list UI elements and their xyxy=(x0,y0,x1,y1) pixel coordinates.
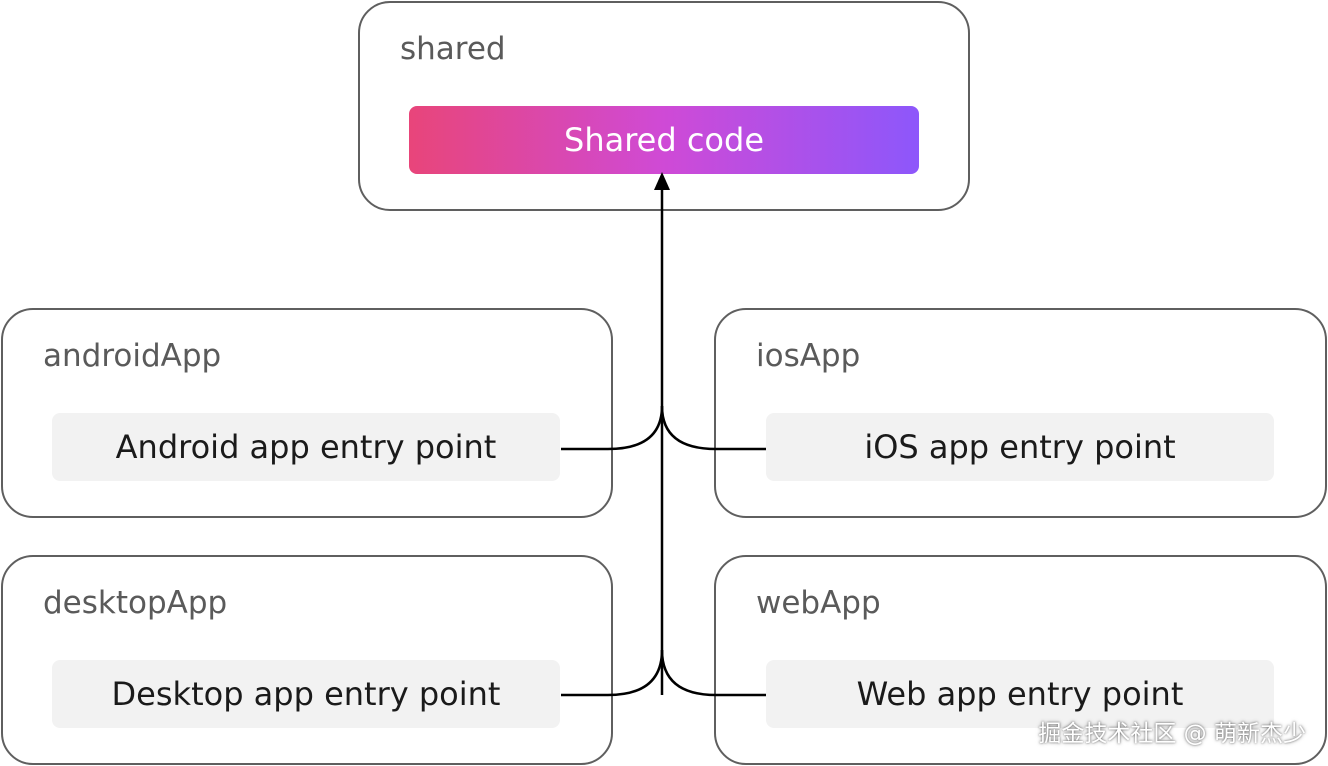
shared-module: shared Shared code xyxy=(358,1,970,211)
ios-app-module: iosApp iOS app entry point xyxy=(714,308,1327,518)
desktop-app-module-title: desktopApp xyxy=(43,585,228,621)
android-entry-point: Android app entry point xyxy=(52,413,560,481)
shared-code-block: Shared code xyxy=(409,106,919,174)
web-app-module-title: webApp xyxy=(756,585,881,621)
ios-entry-point: iOS app entry point xyxy=(766,413,1274,481)
android-app-module: androidApp Android app entry point xyxy=(1,308,613,518)
web-app-module: webApp Web app entry point xyxy=(714,555,1327,765)
desktop-app-module: desktopApp Desktop app entry point xyxy=(1,555,613,765)
android-app-module-title: androidApp xyxy=(43,338,222,374)
shared-module-title: shared xyxy=(400,31,506,67)
web-entry-point: Web app entry point xyxy=(766,660,1274,728)
watermark: 掘金技术社区 @ 萌新杰少 xyxy=(1038,721,1306,747)
desktop-entry-point: Desktop app entry point xyxy=(52,660,560,728)
ios-app-module-title: iosApp xyxy=(756,338,861,374)
